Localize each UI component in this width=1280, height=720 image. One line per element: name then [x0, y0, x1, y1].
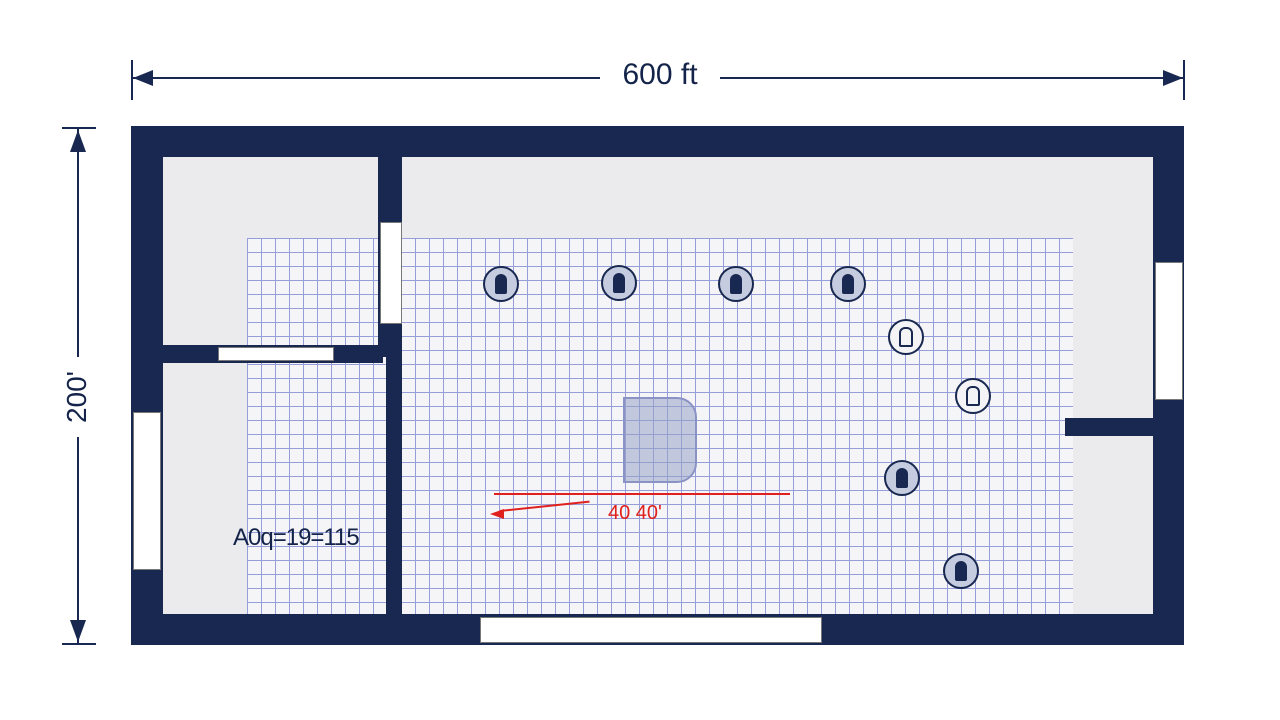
red-arrow-icon: [490, 509, 504, 519]
entrance-door[interactable]: [480, 617, 822, 643]
person-icon: [483, 266, 519, 302]
person-icon: [601, 265, 637, 301]
width-tick-right: [1183, 60, 1185, 100]
arrow-down-icon: [70, 620, 86, 642]
red-measure-line: [494, 493, 790, 495]
height-label: 200': [61, 357, 95, 437]
window-interior-horizontal: [218, 347, 334, 361]
arrow-right-icon: [1163, 70, 1183, 86]
window-interior-vertical: [380, 222, 402, 324]
red-measure-label: 40 40': [608, 502, 662, 524]
person-icon: [884, 460, 920, 496]
window-right: [1155, 262, 1183, 400]
person-icon: [830, 266, 866, 302]
arrow-left-icon: [133, 70, 153, 86]
interior-wall-vertical-lower: [386, 357, 402, 614]
width-tick-left: [131, 60, 133, 100]
width-label: 600 ft: [600, 58, 720, 92]
person-icon: [943, 553, 979, 589]
window-left: [133, 412, 161, 570]
interior-wall-right-stub: [1065, 418, 1155, 436]
table: [623, 397, 697, 483]
height-tick-top: [62, 127, 96, 129]
person-icon: [955, 378, 991, 414]
left-room-label: A0q=19=115: [233, 524, 360, 551]
person-icon: [888, 319, 924, 355]
person-icon: [718, 266, 754, 302]
height-tick-bottom: [62, 643, 96, 645]
arrow-up-icon: [70, 130, 86, 152]
